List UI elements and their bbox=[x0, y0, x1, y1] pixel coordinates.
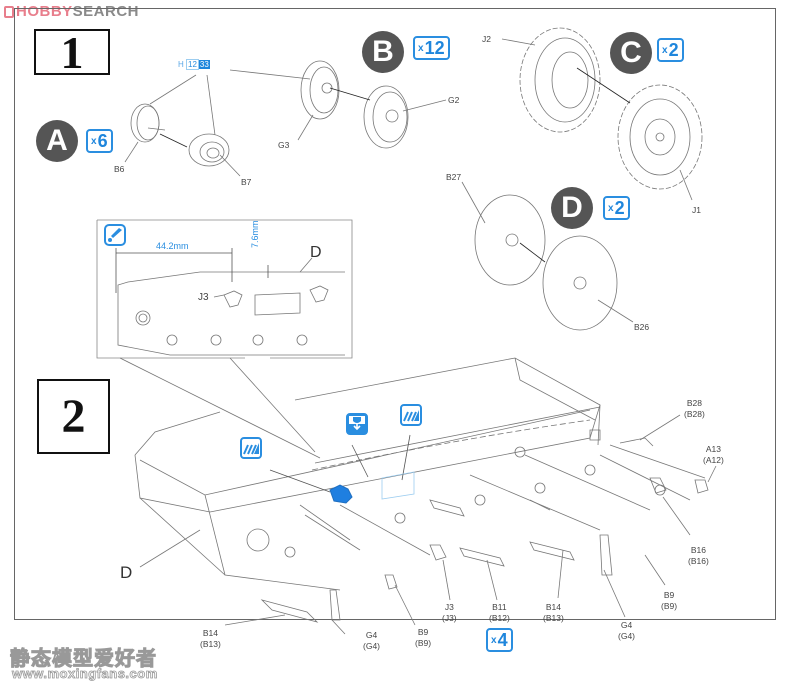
alt-part-id: (B16) bbox=[688, 556, 709, 566]
alt-part-id: (B28) bbox=[684, 409, 705, 419]
part-id: B9 bbox=[417, 627, 429, 637]
hull-drawing bbox=[134, 357, 717, 635]
multiplier-x: x bbox=[91, 135, 97, 147]
multiplier-count: 2 bbox=[614, 197, 625, 218]
wheel-g2-drawing bbox=[363, 85, 409, 149]
alt-part-id: (B9) bbox=[415, 638, 432, 648]
part-id: B16 bbox=[690, 545, 706, 555]
part-id: G4 bbox=[620, 620, 633, 630]
wheel-g3-drawing bbox=[300, 60, 340, 120]
subassembly-c-badge: C bbox=[610, 32, 652, 74]
drill-hole-icon bbox=[346, 413, 368, 435]
highlighted-part bbox=[329, 484, 353, 504]
idler-b27-drawing bbox=[474, 194, 546, 286]
paint-code-2: 33 bbox=[198, 60, 210, 69]
multiplier-count: 2 bbox=[668, 39, 679, 60]
part-id: B28 bbox=[686, 398, 702, 408]
watermark-text: 静态模型爱好者 bbox=[10, 648, 157, 671]
inset-label-d: D bbox=[310, 244, 322, 261]
part-label-g3: G3 bbox=[278, 140, 290, 150]
part-id: A13 bbox=[705, 444, 721, 454]
sprocket-j1-drawing bbox=[617, 84, 703, 190]
alt-part-id: (G4) bbox=[618, 631, 635, 641]
callout-b16: B16(B16) bbox=[688, 545, 709, 567]
dimension-horizontal: 44.2mm bbox=[156, 241, 189, 251]
subassembly-a-badge: A bbox=[36, 120, 78, 162]
multiplier-x: x bbox=[662, 44, 668, 56]
part-label-b6: B6 bbox=[114, 164, 125, 174]
multiplier-count: 4 bbox=[497, 629, 508, 650]
subassembly-d-badge: D bbox=[551, 187, 593, 229]
part-id: J3 bbox=[444, 602, 454, 612]
part-id: B11 bbox=[492, 602, 507, 612]
callout-g4-right: G4(G4) bbox=[618, 620, 635, 642]
hobbysearch-logo: HOBBYSEARCH bbox=[4, 3, 139, 20]
callout-g4-left: G4(G4) bbox=[363, 630, 380, 652]
multiplier-x: x bbox=[608, 202, 614, 214]
paint-icon-clear bbox=[400, 404, 422, 426]
wheel-b6-drawing bbox=[130, 103, 166, 143]
paint-prefix: H bbox=[178, 60, 184, 69]
multiplier-count: 12 bbox=[424, 37, 445, 58]
alt-part-id: (B12) bbox=[489, 613, 510, 623]
alt-part-id: (B13) bbox=[200, 639, 221, 649]
part-label-b26: B26 bbox=[634, 322, 650, 332]
subassembly-b-badge: B bbox=[362, 31, 404, 73]
callout-b14-left: B14(B13) bbox=[200, 628, 221, 650]
part-id: G4 bbox=[365, 630, 378, 640]
clear-part bbox=[381, 471, 415, 500]
part-label-g2: G2 bbox=[448, 95, 460, 105]
alt-part-id: (B13) bbox=[543, 613, 564, 623]
logo-mark-icon bbox=[4, 6, 14, 18]
callout-b11: B11(B12) bbox=[489, 602, 510, 624]
callout-a13: A13(A12) bbox=[703, 444, 724, 466]
part-id: B9 bbox=[663, 590, 675, 600]
paint-code-1: 12 bbox=[186, 59, 199, 70]
step-2-number: 2 bbox=[37, 379, 110, 454]
watermark-url: www.moxingfans.com bbox=[12, 666, 158, 682]
part-id: B14 bbox=[545, 602, 561, 612]
idler-b26-drawing bbox=[542, 235, 618, 331]
logo-text-search: SEARCH bbox=[72, 3, 140, 20]
sprocket-j2-drawing bbox=[519, 27, 601, 133]
multiplier-count: 6 bbox=[97, 130, 108, 151]
logo-text-hobby: HOBBY bbox=[16, 3, 73, 20]
alt-part-id: (B9) bbox=[661, 601, 678, 611]
part-label-j2: J2 bbox=[482, 34, 491, 44]
dimension-vertical: 7.6mm bbox=[250, 220, 260, 248]
part-label-b27: B27 bbox=[446, 172, 462, 182]
step-1-number: 1 bbox=[34, 27, 110, 78]
multiplier-x: x bbox=[491, 634, 497, 646]
alt-part-id: (J3) bbox=[442, 613, 457, 623]
alt-part-id: (G4) bbox=[363, 641, 380, 651]
part-id: B14 bbox=[202, 628, 218, 638]
multiplier-x: x bbox=[418, 42, 424, 54]
callout-b9-left: B9(B9) bbox=[415, 627, 431, 649]
hull-label-d: D bbox=[120, 563, 133, 582]
callout-b28: B28(B28) bbox=[684, 398, 705, 420]
callout-b9-right: B9(B9) bbox=[661, 590, 677, 612]
wheel-b7-drawing bbox=[188, 133, 230, 167]
paint-icon bbox=[240, 437, 262, 459]
instruction-frame bbox=[14, 8, 776, 620]
inset-detail-drawing bbox=[96, 219, 353, 359]
part-label-b7: B7 bbox=[241, 177, 252, 187]
callout-j3: J3(J3) bbox=[442, 602, 457, 624]
part-label-j1: J1 bbox=[692, 205, 701, 215]
inset-label-j3: J3 bbox=[198, 292, 209, 303]
alt-part-id: (A12) bbox=[703, 455, 724, 465]
cement-tip-icon bbox=[104, 224, 126, 246]
callout-b14-mid: B14(B13) bbox=[543, 602, 564, 624]
